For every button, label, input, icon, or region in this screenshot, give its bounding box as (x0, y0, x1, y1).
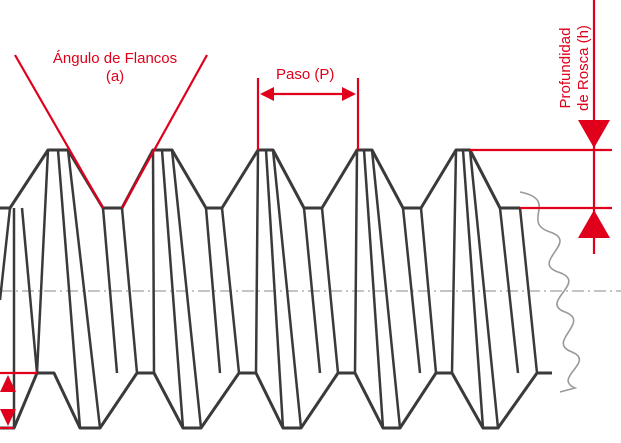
thread-flank-lines (0, 149, 539, 429)
break-line (519, 191, 581, 393)
depth-label-line1: Profundidad (557, 27, 574, 109)
flank-angle-label-line2: (a) (105, 68, 125, 85)
depth-label: Profundidad de Rosca (h) (557, 0, 593, 138)
thread-top-outline (0, 148, 520, 210)
flank-angle-label-line1: Ángulo de Flancos (52, 50, 178, 67)
flank-angle-lines (14, 54, 208, 209)
partial-dimension-bottom-left (0, 371, 37, 430)
depth-dimension (470, 0, 612, 254)
thread-bottom-outline (0, 371, 552, 430)
pitch-dimension (256, 78, 360, 150)
flank-angle-label: Ángulo de Flancos (a) (30, 50, 200, 86)
depth-label-line2: de Rosca (h) (575, 25, 592, 111)
pitch-label: Paso (P) (276, 66, 335, 83)
